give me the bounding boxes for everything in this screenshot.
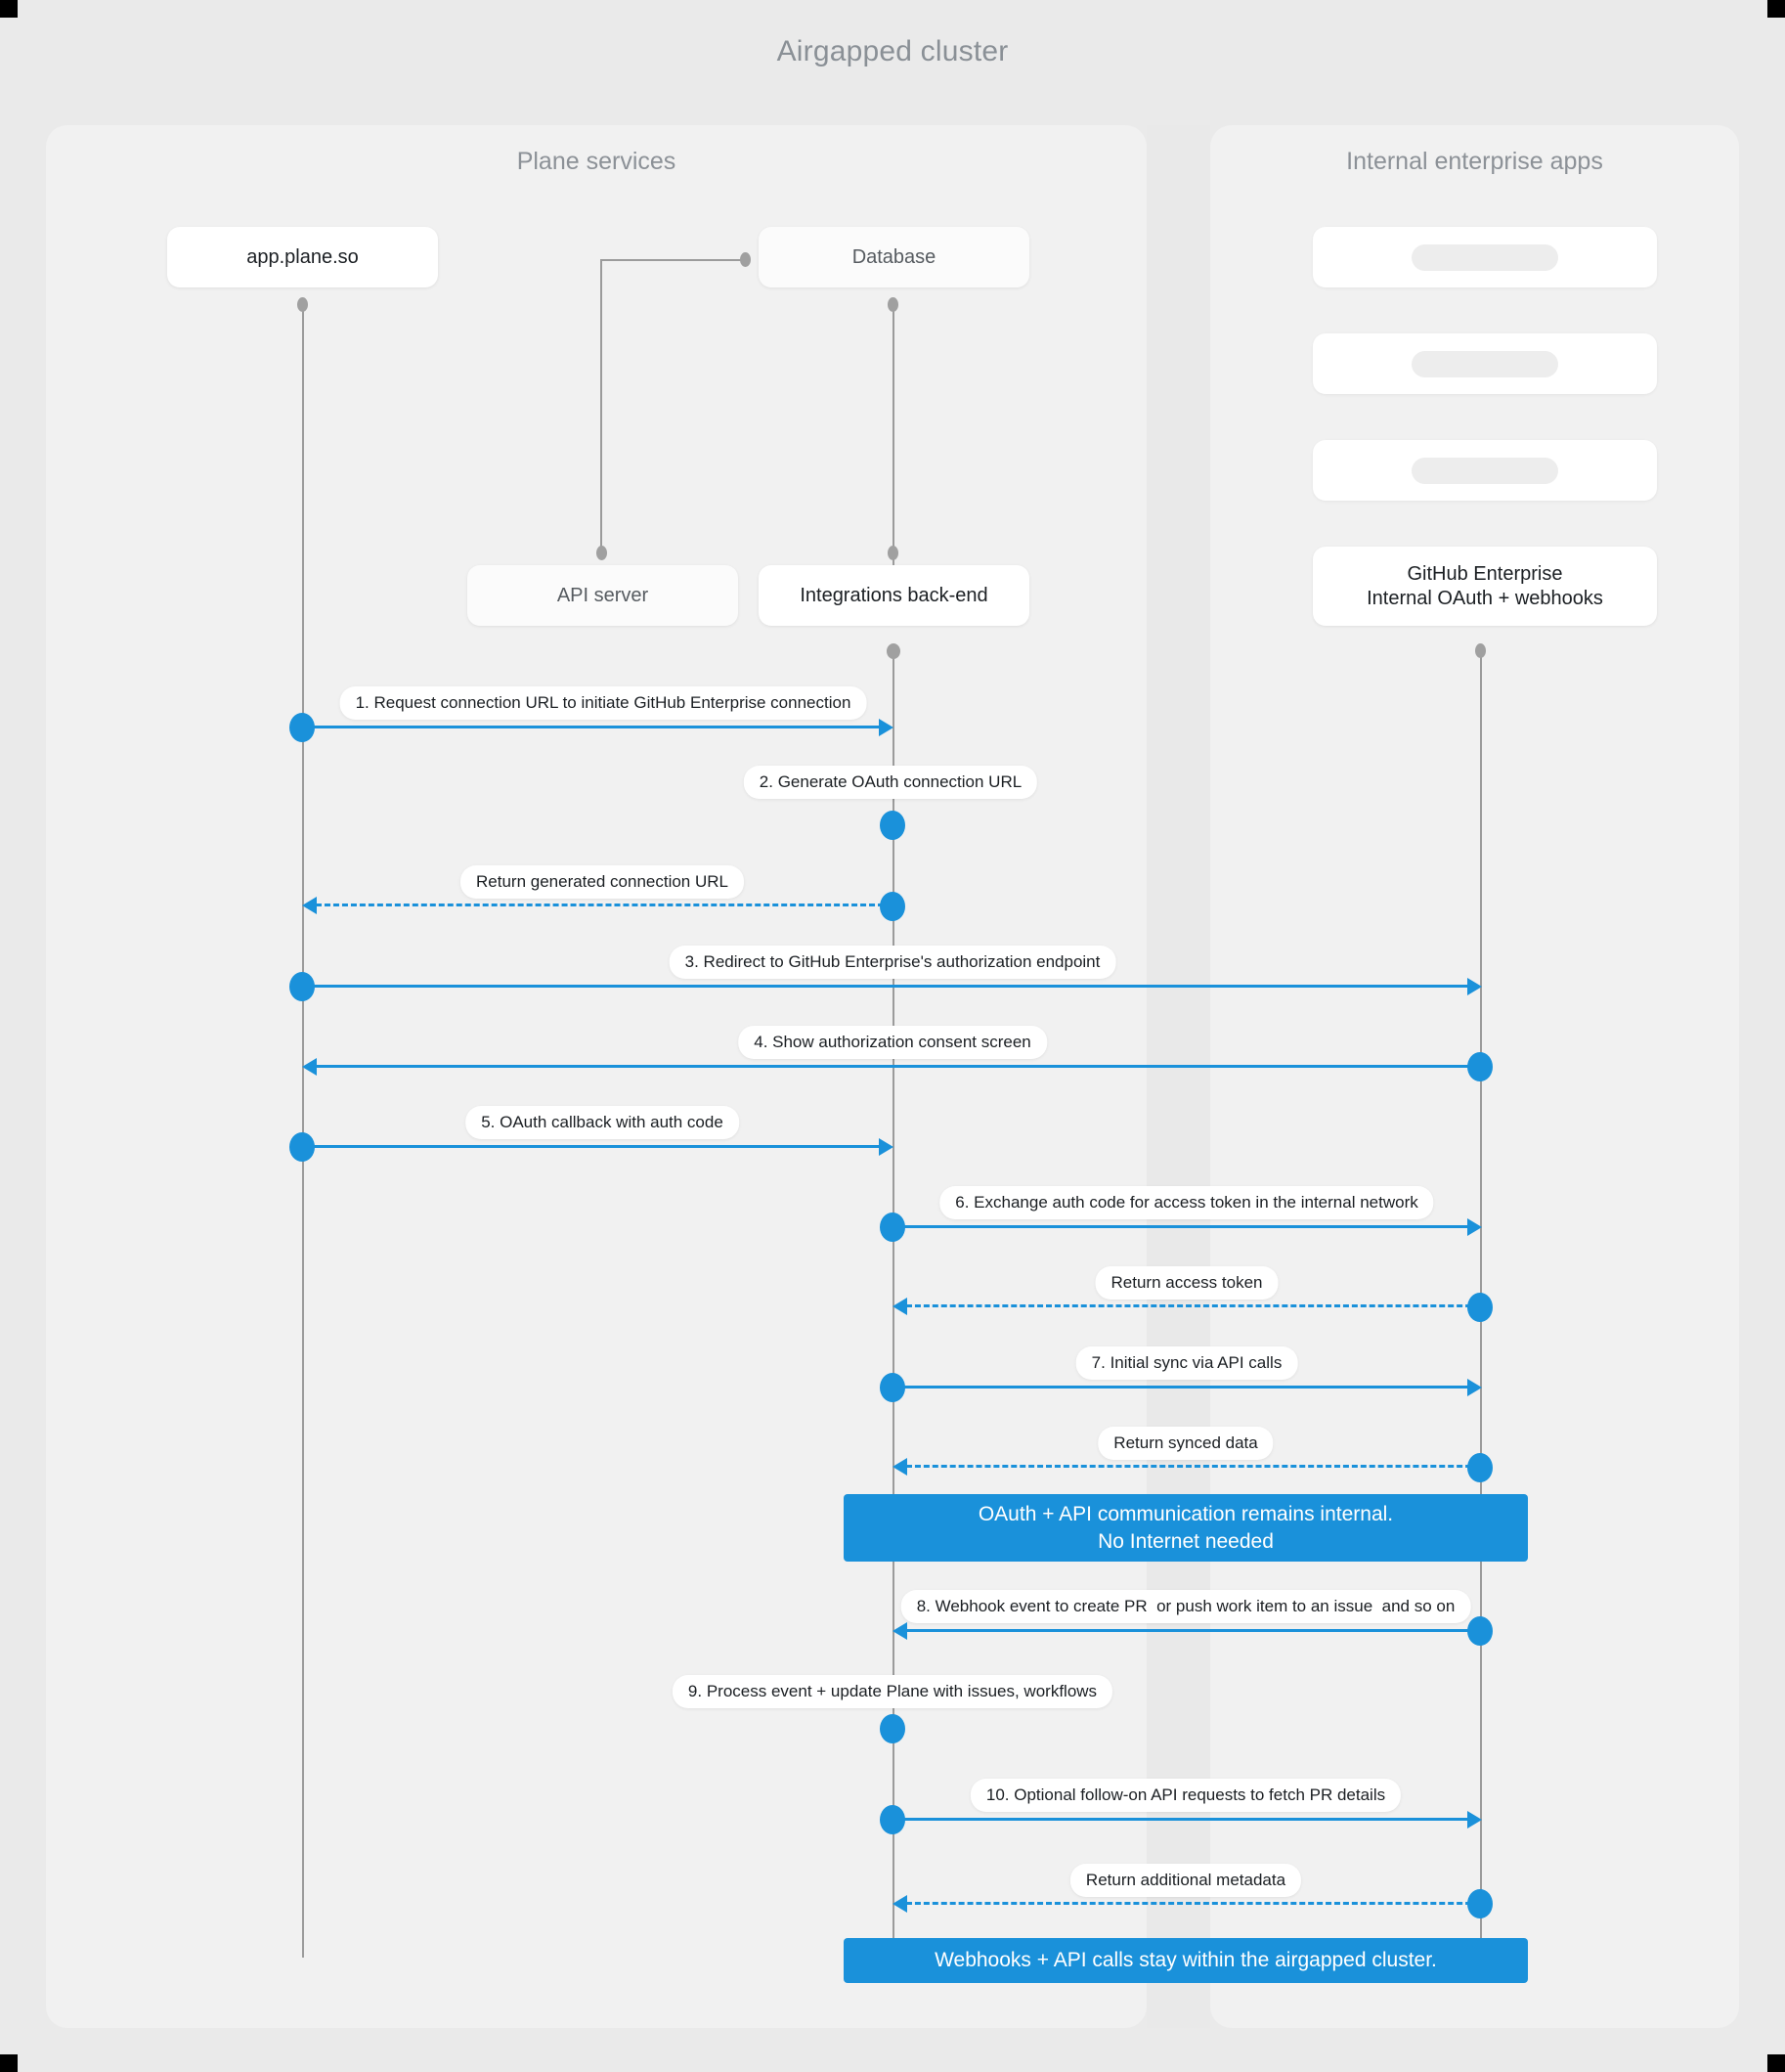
crop-mark-bottom-right [1767,2054,1785,2072]
note-banner-webhooks-stay-internal: Webhooks + API calls stay within the air… [844,1938,1528,1983]
lifeline-database-cap [888,297,898,312]
node-github-enterprise[interactable]: GitHub Enterprise Internal OAuth + webho… [1313,547,1657,626]
message-line-11 [906,1629,1480,1632]
message-line-6 [302,1145,879,1148]
message-arrow-3 [302,897,317,914]
connector-database-to-api-horizontal [600,259,745,261]
message-label-1: 1. Request connection URL to initiate Gi… [339,686,867,720]
panel-plane-services-title: Plane services [516,148,676,175]
message-arrow-7 [1467,1218,1482,1236]
panel-internal-enterprise-apps-title: Internal enterprise apps [1346,148,1603,175]
message-arrow-8 [892,1298,907,1315]
crop-mark-top-left [0,0,18,18]
lifeline-app-plane-so [302,304,304,1958]
note-banner-internal-communication-line1: OAuth + API communication remains intern… [978,1502,1394,1525]
message-label-6: 5. OAuth callback with auth code [465,1106,739,1139]
message-origin-dot-10 [1467,1453,1493,1482]
ghost-node-3 [1313,440,1657,501]
message-label-9: 7. Initial sync via API calls [1075,1346,1298,1380]
lifeline-integrations-backend-cap [887,643,900,659]
message-arrow-11 [892,1622,907,1640]
message-label-7: 6. Exchange auth code for access token i… [939,1186,1434,1219]
message-arrow-14 [892,1895,907,1913]
message-origin-dot-3 [880,892,905,921]
message-label-10: Return synced data [1098,1427,1274,1460]
crop-mark-top-right [1767,0,1785,18]
message-label-4: 3. Redirect to GitHub Enterprise's autho… [669,946,1116,979]
ghost-node-1 [1313,227,1657,287]
message-arrow-1 [879,719,893,736]
message-line-10 [906,1465,1480,1468]
message-arrow-6 [879,1138,893,1156]
message-line-8 [906,1304,1480,1307]
panel-gap-band [1147,125,1210,2028]
message-arrow-9 [1467,1379,1482,1396]
message-label-2: 2. Generate OAuth connection URL [743,766,1038,799]
message-arrow-4 [1467,978,1482,995]
message-line-3 [316,904,892,906]
ghost-node-2-bar [1412,350,1558,377]
message-label-13: 10. Optional follow-on API requests to f… [970,1779,1402,1812]
note-banner-webhooks-stay-internal-line1: Webhooks + API calls stay within the air… [935,1949,1437,1972]
node-app-plane-so[interactable]: app.plane.so [167,227,438,287]
connector-database-endpoint-dot [740,252,751,267]
message-line-7 [892,1225,1467,1228]
panel-plane-services: Plane services [46,125,1147,2028]
ghost-node-1-bar [1412,243,1558,271]
message-origin-dot-8 [1467,1293,1493,1322]
message-line-14 [906,1902,1480,1905]
lifeline-app-plane-so-cap [297,297,308,312]
lifeline-database-end-cap [888,546,898,560]
message-origin-dot-2 [880,811,905,840]
message-label-12: 9. Process event + update Plane with iss… [672,1675,1113,1708]
ghost-node-3-bar [1412,457,1558,484]
lifeline-github-enterprise-cap [1475,643,1486,658]
message-label-8: Return access token [1095,1266,1279,1300]
node-database[interactable]: Database [759,227,1029,287]
connector-database-to-api-vertical [600,259,602,552]
note-banner-internal-communication-line2: No Internet needed [1098,1529,1274,1553]
message-line-1 [302,726,879,728]
message-label-14: Return additional metadata [1069,1864,1302,1897]
note-banner-internal-communication: OAuth + API communication remains intern… [844,1494,1528,1562]
message-label-5: 4. Show authorization consent screen [738,1026,1047,1059]
lifeline-database [892,304,894,565]
crop-mark-bottom-left [0,2054,18,2072]
connector-api-server-endpoint-dot [596,546,607,560]
message-label-3: Return generated connection URL [460,865,744,899]
message-arrow-10 [892,1458,907,1476]
message-line-5 [316,1065,1480,1068]
node-integrations-backend[interactable]: Integrations back-end [759,565,1029,626]
message-origin-dot-12 [880,1714,905,1743]
ghost-node-2 [1313,333,1657,394]
message-label-11: 8. Webhook event to create PR or push wo… [900,1590,1471,1623]
message-arrow-5 [302,1058,317,1076]
message-line-9 [892,1386,1467,1389]
node-api-server[interactable]: API server [467,565,738,626]
message-line-4 [302,985,1467,988]
diagram-title: Airgapped cluster [776,35,1009,67]
message-arrow-13 [1467,1811,1482,1829]
message-line-13 [892,1818,1467,1821]
